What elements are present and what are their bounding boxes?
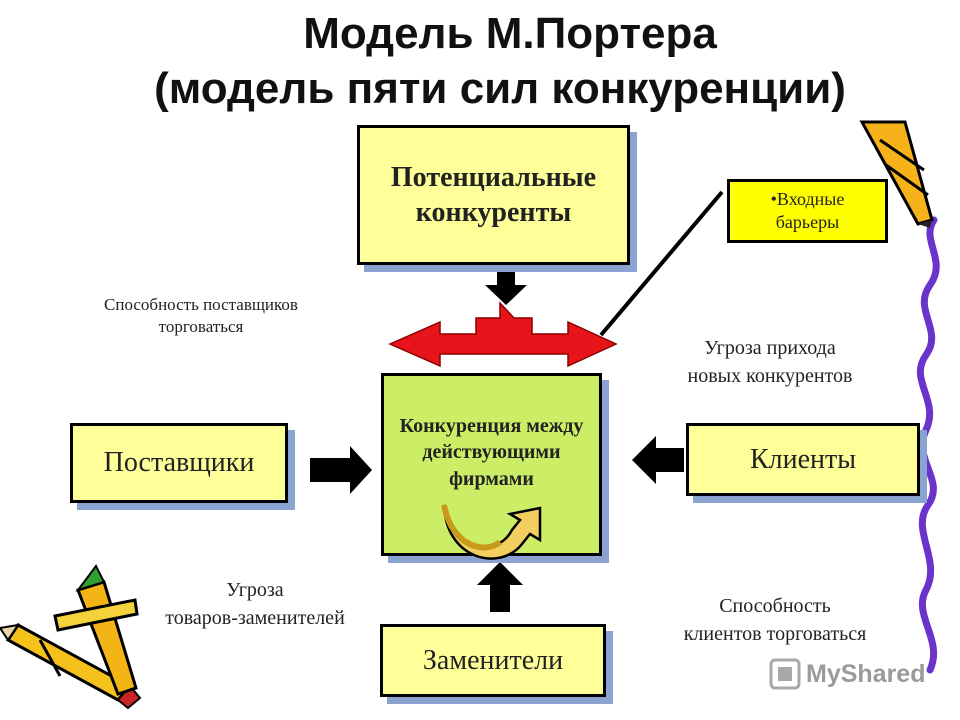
entry-barriers-box: •Входные барьеры xyxy=(727,179,888,243)
barriers-connector-line xyxy=(599,190,724,337)
pencils-icon xyxy=(0,564,142,710)
page-title-line2: (модель пяти сил конкуренции) xyxy=(154,64,846,113)
arrow-down-from-potential xyxy=(485,245,527,305)
new-entrants-threat-note: Угроза прихода новых конкурентов xyxy=(687,337,853,387)
buyer-power-note: Способность клиентов торговаться xyxy=(683,595,867,645)
rivalry-label: Конкуренция между действующими фирмами xyxy=(399,415,584,490)
supplier-power-note: Способность поставщиков торговаться xyxy=(104,295,298,337)
clients-label: Клиенты xyxy=(749,443,857,475)
arrow-left-from-clients xyxy=(632,436,684,484)
watermark-icon xyxy=(769,658,801,690)
substitutes-box: Заменители xyxy=(380,624,606,697)
pencil-icon xyxy=(859,120,934,228)
arrow-right-from-suppliers xyxy=(310,446,372,494)
arrow-up-from-substitutes xyxy=(477,562,523,612)
substitutes-label: Заменители xyxy=(422,644,564,676)
vine-decoration xyxy=(916,216,940,674)
substitutes-threat-note: Угроза товаров-заменителей xyxy=(165,579,345,629)
suppliers-label: Поставщики xyxy=(103,447,255,478)
clients-box: Клиенты xyxy=(686,423,920,496)
rivalry-box: Конкуренция между действующими фирмами xyxy=(381,373,602,556)
page-title-line1: Модель М.Портера xyxy=(303,9,717,58)
red-double-arrow xyxy=(388,301,618,368)
entry-barriers-label: •Входные барьеры xyxy=(770,188,845,232)
potential-competitors-label: Потенциальные конкуренты xyxy=(390,162,597,228)
watermark-text: MyShared xyxy=(806,660,926,688)
potential-competitors-box: Потенциальные конкуренты xyxy=(357,125,630,265)
suppliers-box: Поставщики xyxy=(70,423,288,503)
